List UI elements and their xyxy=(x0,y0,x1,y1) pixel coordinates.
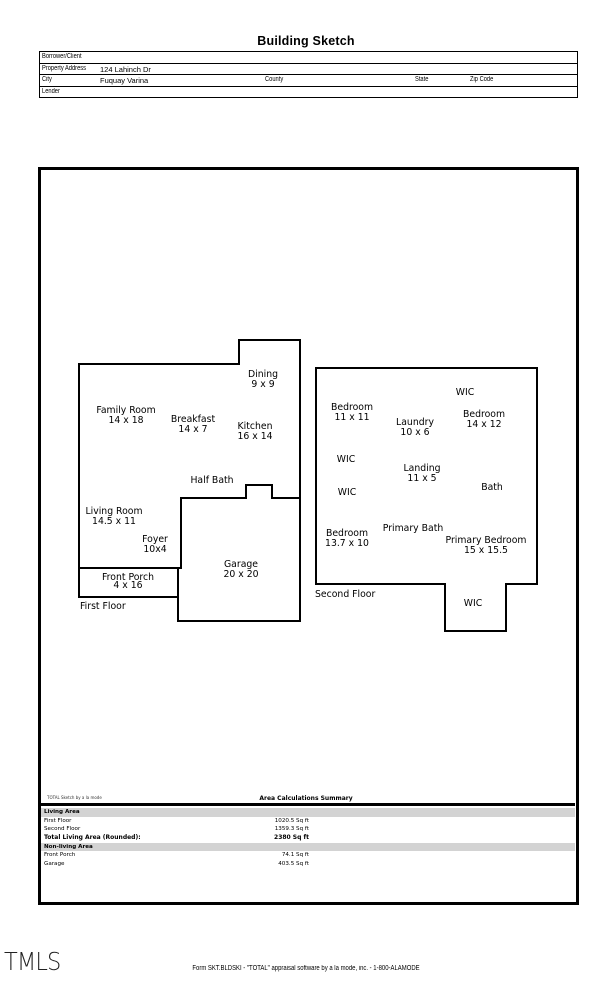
room-wic-2: WIC xyxy=(336,454,356,465)
room-primary-bath: Primary Bath xyxy=(382,523,444,534)
room-wic-4: WIC xyxy=(463,598,483,609)
county-label: County xyxy=(265,76,284,83)
city-row: City Fuquay Varina County State Zip Code xyxy=(40,75,577,87)
non-living-area-header: Non-living Area xyxy=(41,842,575,851)
summary-title: Area Calculations Summary xyxy=(259,795,353,802)
room-half-bath: Half Bath xyxy=(190,475,234,486)
state-label: State xyxy=(415,76,429,83)
sketch-frame xyxy=(38,167,579,905)
form-footer: Form SKT.BLDSKI - "TOTAL" appraisal soft… xyxy=(192,965,420,972)
room-wic-3: WIC xyxy=(337,487,357,498)
living-area-header: Living Area xyxy=(41,808,575,817)
summary-row-total: Total Living Area (Rounded):2380 Sq ft xyxy=(44,833,309,841)
zip-label: Zip Code xyxy=(470,76,494,83)
city-value: Fuquay Varina xyxy=(100,76,149,85)
page-title: Building Sketch xyxy=(257,34,355,48)
room-bath: Bath xyxy=(481,482,503,493)
property-info-table: Borrower/Client Property Address 124 Lah… xyxy=(39,51,578,98)
first-floor-label: First Floor xyxy=(80,601,126,612)
borrower-label: Borrower/Client xyxy=(42,53,82,60)
lender-label: Lender xyxy=(42,87,60,95)
sketch-credit: TOTAL Sketch by a la mode xyxy=(47,795,102,800)
room-wic-1: WIC xyxy=(455,387,475,398)
borrower-row: Borrower/Client xyxy=(40,52,577,64)
front-porch-outline xyxy=(78,567,179,598)
address-value: 124 Lahinch Dr xyxy=(100,64,151,74)
tmls-logo: TMLS xyxy=(4,947,61,976)
second-floor-label: Second Floor xyxy=(315,589,376,600)
lender-row: Lender xyxy=(40,87,577,98)
address-label: Property Address xyxy=(42,64,87,72)
second-floor-outline xyxy=(315,367,538,632)
summary-divider xyxy=(41,803,575,806)
address-row: Property Address 124 Lahinch Dr xyxy=(40,64,577,75)
city-label: City xyxy=(42,76,52,83)
